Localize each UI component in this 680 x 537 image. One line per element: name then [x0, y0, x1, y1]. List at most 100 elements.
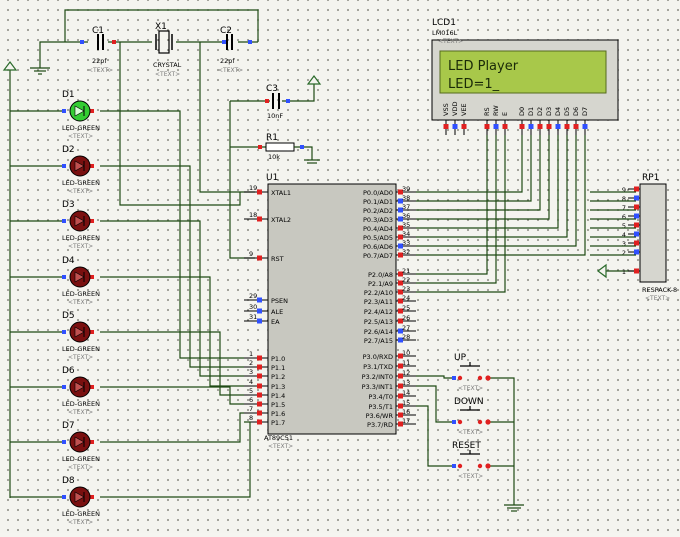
respack-pin-number: 6 — [622, 213, 626, 221]
mcu-pin-name: P1.1 — [271, 364, 285, 372]
button-reset[interactable]: RESET<TEXT> — [452, 441, 491, 480]
button-down[interactable]: DOWN<TEXT> — [452, 397, 491, 436]
lcd-pin-vss[interactable]: VSS — [442, 103, 450, 135]
led-type: LED-GREEN — [62, 455, 100, 463]
mcu-pin-p1-2[interactable]: 3P1.2 — [244, 368, 285, 381]
respack-pin-number: 2 — [622, 249, 626, 257]
lcd-pin-d6[interactable]: D6 — [572, 107, 580, 135]
mcu-pin-p1-4[interactable]: 5P1.4 — [244, 387, 285, 400]
mcu-pin-name: P2.6/A14 — [364, 328, 393, 336]
led-text: <TEXT> — [68, 464, 93, 471]
lcd-pin-e[interactable]: E — [501, 112, 509, 135]
lcd-pin-label: D5 — [563, 107, 571, 116]
lcd-pin-d2[interactable]: D2 — [536, 107, 544, 135]
mcu-pin-name: P3.2/INT0 — [362, 373, 393, 381]
lcd-module[interactable]: LED Player LED=1_ LCD1 LM016L <TEXT> VSS… — [431, 18, 619, 135]
mcu-pin-p1-1[interactable]: 2P1.1 — [244, 359, 285, 372]
mcu-pin-name: PSEN — [271, 297, 288, 305]
lcd-pin-d0[interactable]: D0 — [518, 107, 526, 135]
mcu-pin-p1-0[interactable]: 1P1.0 — [244, 350, 285, 363]
capacitor-c2[interactable]: C2 22pf <TEXT> — [218, 26, 252, 74]
lcd-pin-vee[interactable]: VEE — [460, 103, 468, 135]
lcd-text: <TEXT> — [438, 38, 463, 45]
mcu-pin-p1-3[interactable]: 4P1.3 — [244, 378, 285, 391]
mcu-u1[interactable]: U1 AT89C51 <TEXT> 19XTAL118XTAL29RST29PS… — [244, 173, 416, 450]
lcd-pin-d4[interactable]: D4 — [554, 107, 562, 135]
respack-pin-8[interactable]: 8 — [622, 195, 640, 203]
lcd-pin-d7[interactable]: D7 — [581, 107, 589, 135]
mcu-pin-name: P3.6/WR — [366, 412, 394, 420]
button-up[interactable]: UP<TEXT> — [452, 353, 491, 392]
respack-pin-6[interactable]: 6 — [622, 213, 640, 221]
c2-value: 22pf — [220, 57, 235, 65]
crystal-x1[interactable]: X1 CRYSTAL <TEXT> — [153, 22, 182, 78]
resistor-r1[interactable]: R1 10k — [230, 133, 320, 164]
mcu-pin-name: P1.5 — [271, 401, 285, 409]
lcd-pin-label: D1 — [527, 107, 535, 116]
button-label: UP — [454, 353, 467, 363]
respack-pin-1[interactable]: 1 — [622, 268, 640, 276]
respack-pin-7[interactable]: 7 — [622, 204, 640, 212]
led-ref: D2 — [62, 145, 75, 155]
mcu-pin-name: P1.7 — [271, 419, 285, 427]
lcd-pin-rs[interactable]: RS — [483, 107, 491, 135]
lcd-pin-vdd[interactable]: VDD — [451, 102, 459, 135]
lcd-pin-rw[interactable]: RW — [492, 105, 500, 135]
mcu-pin-number: 33 — [402, 239, 410, 247]
respack-pin-9[interactable]: 9 — [622, 186, 640, 194]
respack-pin-5[interactable]: 5 — [622, 222, 640, 230]
respack-pin-4[interactable]: 4 — [622, 231, 640, 239]
respack-pin-2[interactable]: 2 — [622, 249, 640, 257]
x1-label: X1 — [155, 22, 167, 32]
mcu-pin-p1-6[interactable]: 7P1.6 — [244, 405, 285, 418]
lcd-pin-d1[interactable]: D1 — [527, 107, 535, 135]
lcd-pin-d5[interactable]: D5 — [563, 107, 571, 135]
capacitor-c1[interactable]: C1 22pf <TEXT> — [80, 26, 116, 74]
respack-pin-3[interactable]: 3 — [622, 240, 640, 248]
lcd-pin-d3[interactable]: D3 — [545, 107, 553, 135]
led-type: LED-GREEN — [62, 124, 100, 132]
mcu-pin-p1-5[interactable]: 6P1.5 — [244, 396, 285, 409]
